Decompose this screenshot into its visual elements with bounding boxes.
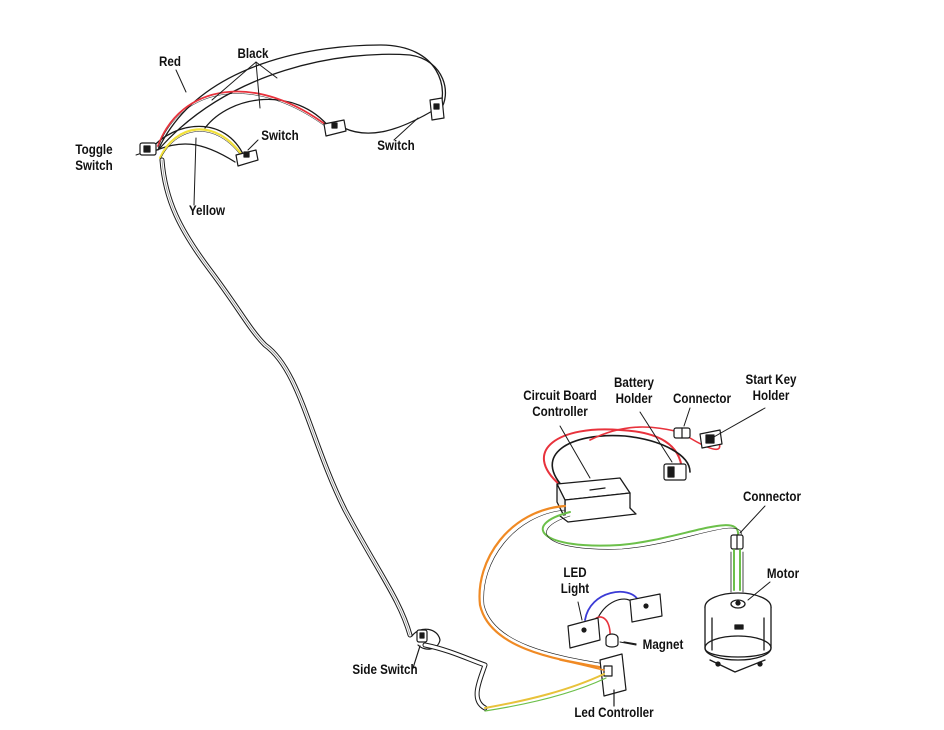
black-wire-outer: [159, 53, 447, 149]
black-wire-switch-link: [343, 109, 435, 134]
connector-1-component: [673, 427, 691, 439]
leader-lines-top: [135, 61, 419, 206]
orange-wire: [478, 504, 607, 670]
magnet-component: [605, 633, 637, 648]
blue-wire: [584, 591, 639, 621]
label-led-light: LED Light: [560, 565, 590, 596]
red-wire-controller: [543, 428, 683, 486]
black-wire-lower: [151, 143, 236, 163]
long-cable: [159, 157, 413, 638]
led-light-board-2: [629, 593, 663, 623]
red-wire-highlight: [157, 93, 331, 149]
motor-component: [704, 592, 772, 673]
black-wire-controller: [551, 434, 691, 491]
led-controller-component: [599, 653, 627, 707]
yellow-wire: [158, 128, 246, 160]
label-black: Black: [237, 46, 269, 61]
circuit-board-controller-box: [556, 477, 637, 523]
label-red: Red: [159, 54, 181, 69]
black-wire-long-loop: [157, 44, 444, 151]
switch-2-component: [323, 119, 347, 137]
green-wire: [541, 511, 740, 547]
led-light-board-1: [567, 617, 601, 649]
label-switch-2: Switch: [377, 138, 415, 153]
toggle-switch-component: [139, 142, 157, 156]
switch-1-component: [235, 149, 259, 167]
label-start-key-holder: Start Key Holder: [745, 372, 797, 403]
label-led-controller: Led Controller: [574, 705, 654, 720]
label-motor: Motor: [766, 566, 800, 581]
black-wire-led: [595, 598, 633, 623]
green-wire-led: [484, 677, 607, 712]
green-wire-edge: [546, 515, 743, 550]
label-side-switch: Side Switch: [352, 662, 418, 677]
label-magnet: Magnet: [642, 637, 684, 652]
label-toggle-switch: Toggle Switch: [75, 142, 113, 173]
label-switch-1: Switch: [261, 128, 299, 143]
connector-2-component: [730, 534, 744, 593]
start-key-holder-component: [699, 429, 723, 449]
label-circuit-board-controller: Circuit Board Controller: [523, 388, 597, 419]
yellow-wire-outline: [159, 131, 245, 161]
orange-wire-led: [559, 659, 605, 671]
battery-holder-component: [663, 463, 687, 481]
label-connector-2: Connector: [742, 489, 802, 504]
leader-lines-bottom: [559, 407, 771, 646]
orange-wire-edge: [483, 509, 606, 665]
label-yellow: Yellow: [188, 203, 226, 218]
side-switch-cable: [422, 642, 488, 711]
switch-3-component: [429, 97, 445, 121]
label-connector-1: Connector: [672, 391, 732, 406]
red-wire: [157, 90, 331, 147]
side-switch-component: [411, 628, 441, 669]
black-wire-arc: [204, 98, 331, 129]
label-battery-holder: Battery Holder: [613, 375, 655, 406]
yellow-wire-led: [484, 673, 605, 709]
